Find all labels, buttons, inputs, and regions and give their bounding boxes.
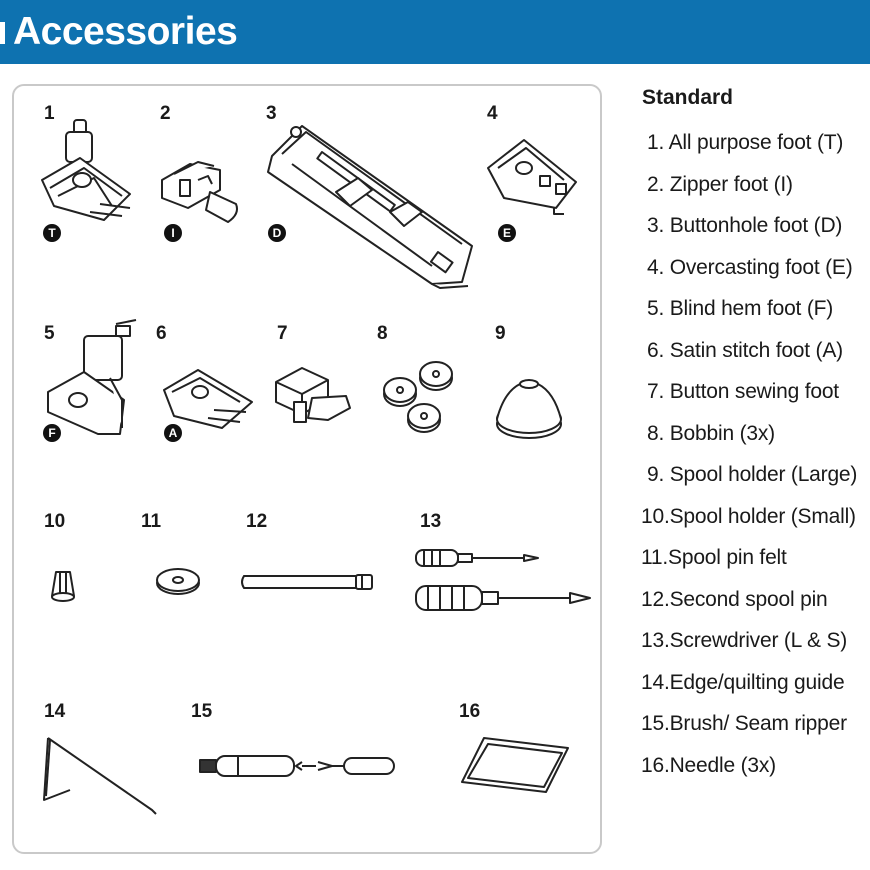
accessory-list: 1. All purpose foot (T) 2. Zipper foot (… <box>641 122 857 786</box>
item-number-16: 16 <box>459 701 481 722</box>
item-number-2: 2 <box>160 103 171 124</box>
list-item: 10.Spool holder (Small) <box>641 504 856 528</box>
foot-letter-badge: F <box>43 424 61 442</box>
item-number-7: 7 <box>277 323 288 344</box>
foot-letter-badge: D <box>268 224 286 242</box>
item-number-12: 12 <box>246 511 268 532</box>
brush-seam-ripper-illustration <box>199 755 395 777</box>
item-number-11: 11 <box>141 511 162 532</box>
list-item: 15.Brush/ Seam ripper <box>641 712 847 735</box>
list-item: 1. All purpose foot (T) <box>647 131 844 154</box>
foot-letter-badge: I <box>164 224 182 242</box>
overcasting-foot-illustration <box>487 139 577 215</box>
zipper-foot-illustration <box>161 161 238 223</box>
bobbin-illustration <box>383 361 453 433</box>
spool-pin-felt-illustration <box>156 568 200 595</box>
satin-stitch-foot-illustration <box>163 369 253 429</box>
list-item: 3. Buttonhole foot (D) <box>647 214 843 237</box>
item-number-10: 10 <box>44 511 66 532</box>
list-item: 6. Satin stitch foot (A) <box>647 338 843 362</box>
list-item: 13.Screwdriver (L & S) <box>641 629 848 652</box>
header-marker <box>0 22 5 44</box>
spool-holder-small-illustration <box>51 571 75 602</box>
item-number-6: 6 <box>156 323 167 344</box>
button-sewing-foot-illustration <box>275 367 351 423</box>
list-item: 7. Button sewing foot <box>647 380 839 403</box>
needle-pack-illustration <box>461 737 569 793</box>
list-item: 14.Edge/quilting guide <box>641 670 845 694</box>
item-number-15: 15 <box>191 701 213 722</box>
list-item: 16.Needle (3x) <box>641 753 776 777</box>
second-spool-pin-illustration <box>241 574 373 590</box>
screwdriver-illustration <box>415 549 591 611</box>
item-number-9: 9 <box>495 323 506 344</box>
accessories-panel <box>12 84 602 854</box>
foot-letter-badge: E <box>498 224 516 242</box>
item-number-8: 8 <box>377 323 388 344</box>
all-purpose-foot-illustration <box>41 119 131 221</box>
item-number-4: 4 <box>487 103 498 124</box>
list-item: 5. Blind hem foot (F) <box>647 297 834 320</box>
list-item: 4. Overcasting foot (E) <box>647 255 853 279</box>
item-number-13: 13 <box>420 511 442 532</box>
foot-letter-badge: T <box>43 224 61 242</box>
item-number-5: 5 <box>44 323 55 344</box>
item-number-14: 14 <box>44 701 66 722</box>
blind-hem-foot-illustration <box>47 319 137 435</box>
page-title: Accessories <box>13 10 238 53</box>
list-item: 11.Spool pin felt <box>641 546 787 569</box>
buttonhole-foot-illustration <box>267 125 473 289</box>
item-number-1: 1 <box>44 103 55 124</box>
item-number-3: 3 <box>266 103 277 124</box>
list-item: 9. Spool holder (Large) <box>647 463 858 486</box>
edge-quilting-guide-illustration <box>43 737 157 815</box>
list-item: 2. Zipper foot (I) <box>647 172 793 196</box>
standard-heading: Standard <box>642 86 734 109</box>
list-item: 8. Bobbin (3x) <box>647 421 775 445</box>
list-item: 12.Second spool pin <box>641 587 828 611</box>
foot-letter-badge: A <box>164 424 182 442</box>
page-header: Accessories <box>0 0 870 64</box>
spool-holder-large-illustration <box>496 379 562 439</box>
